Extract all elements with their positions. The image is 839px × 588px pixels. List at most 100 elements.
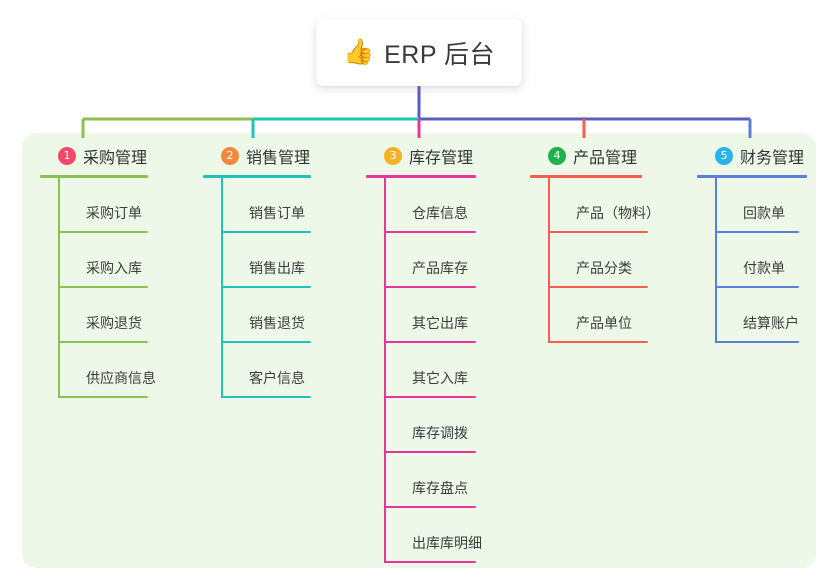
column-销售管理: 2 销售管理销售订单销售出库销售退货客户信息: [203, 143, 311, 398]
leaf-item[interactable]: 其它出库: [384, 288, 476, 343]
column-underline: [530, 175, 642, 178]
leaf-spine: [58, 178, 60, 398]
leaf-item[interactable]: 结算账户: [715, 288, 807, 343]
leaf-item-label: 采购入库: [86, 260, 142, 276]
leaf-underline: [384, 506, 476, 508]
leaf-item[interactable]: 产品分类: [548, 233, 648, 288]
leaf-item[interactable]: 销售退货: [221, 288, 311, 343]
leaf-list: 销售订单销售出库销售退货客户信息: [221, 178, 311, 398]
leaf-item-label: 产品（物料）: [576, 205, 660, 221]
leaf-underline: [221, 341, 311, 343]
leaf-item-label: 采购订单: [86, 205, 142, 221]
leaf-underline: [548, 341, 648, 343]
column-库存管理: 3 库存管理仓库信息产品库存其它出库其它入库库存调拨库存盘点出库库明细: [366, 143, 482, 563]
column-header[interactable]: 3 库存管理: [366, 143, 476, 169]
column-title: 销售管理: [246, 150, 311, 167]
column-underline: [203, 175, 311, 178]
leaf-list: 仓库信息产品库存其它出库其它入库库存调拨库存盘点出库库明细: [384, 178, 482, 563]
column-title: 财务管理: [740, 150, 805, 167]
leaf-list: 回款单付款单结算账户: [715, 178, 807, 343]
leaf-item-label: 供应商信息: [86, 370, 156, 386]
column-header[interactable]: 4 产品管理: [530, 143, 642, 169]
leaf-item-label: 销售退货: [249, 315, 305, 331]
leaf-item-label: 仓库信息: [412, 205, 468, 221]
leaf-item-label: 付款单: [743, 260, 785, 276]
leaf-item[interactable]: 付款单: [715, 233, 807, 288]
leaf-underline: [58, 341, 148, 343]
leaf-item[interactable]: 产品单位: [548, 288, 648, 343]
leaf-underline: [384, 231, 476, 233]
leaf-item-label: 出库库明细: [412, 535, 482, 551]
column-采购管理: 1 采购管理采购订单采购入库采购退货供应商信息: [40, 143, 156, 398]
leaf-underline: [221, 286, 311, 288]
leaf-item[interactable]: 采购退货: [58, 288, 148, 343]
column-header[interactable]: 5 财务管理: [697, 143, 807, 169]
column-title: 采购管理: [83, 150, 148, 167]
leaf-spine: [715, 178, 717, 343]
leaf-underline: [221, 231, 311, 233]
leaf-underline: [384, 286, 476, 288]
column-underline: [366, 175, 476, 178]
leaf-underline: [548, 286, 648, 288]
leaf-item-label: 产品单位: [576, 315, 632, 331]
leaf-item[interactable]: 客户信息: [221, 343, 311, 398]
leaf-item-label: 库存盘点: [412, 480, 468, 496]
leaf-item-label: 采购退货: [86, 315, 142, 331]
leaf-item[interactable]: 采购入库: [58, 233, 148, 288]
leaf-item-label: 其它出库: [412, 315, 468, 331]
leaf-list: 采购订单采购入库采购退货供应商信息: [58, 178, 156, 398]
leaf-spine: [221, 178, 223, 398]
leaf-underline: [384, 451, 476, 453]
root-node[interactable]: 👍 ERP 后台: [316, 19, 522, 86]
leaf-item-label: 销售订单: [249, 205, 305, 221]
category-panel: [22, 133, 816, 568]
column-财务管理: 5 财务管理回款单付款单结算账户: [697, 143, 807, 343]
leaf-item[interactable]: 产品（物料）: [548, 178, 660, 233]
column-title: 产品管理: [573, 150, 638, 167]
leaf-item-label: 其它入库: [412, 370, 468, 386]
leaf-item-label: 产品库存: [412, 260, 468, 276]
column-header[interactable]: 2 销售管理: [203, 143, 311, 169]
leaf-spine: [548, 178, 550, 343]
column-index-badge: 3: [384, 147, 402, 165]
leaf-item[interactable]: 其它入库: [384, 343, 476, 398]
leaf-item-label: 产品分类: [576, 260, 632, 276]
leaf-underline: [384, 396, 476, 398]
leaf-underline: [58, 286, 148, 288]
column-underline: [697, 175, 807, 178]
column-title: 库存管理: [409, 150, 474, 167]
leaf-underline: [548, 231, 648, 233]
root-title: ERP 后台: [384, 40, 496, 69]
leaf-item-label: 库存调拨: [412, 425, 468, 441]
column-header[interactable]: 1 采购管理: [40, 143, 148, 169]
thumbs-up-icon: 👍: [342, 38, 375, 66]
leaf-item-label: 客户信息: [249, 370, 305, 386]
leaf-underline: [221, 396, 311, 398]
leaf-underline: [384, 341, 476, 343]
leaf-item[interactable]: 回款单: [715, 178, 807, 233]
leaf-list: 产品（物料） 产品分类产品单位: [548, 178, 660, 343]
column-index-badge: 1: [58, 147, 76, 165]
leaf-item-label: 回款单: [743, 205, 785, 221]
leaf-underline: [384, 561, 476, 563]
leaf-item[interactable]: 供应商信息: [58, 343, 156, 398]
leaf-item[interactable]: 销售出库: [221, 233, 311, 288]
leaf-item[interactable]: 仓库信息: [384, 178, 476, 233]
column-underline: [40, 175, 148, 178]
leaf-item[interactable]: 产品库存: [384, 233, 476, 288]
leaf-underline: [715, 341, 799, 343]
leaf-item[interactable]: 库存盘点: [384, 453, 476, 508]
column-index-badge: 5: [715, 147, 733, 165]
leaf-underline: [715, 231, 799, 233]
leaf-underline: [58, 396, 148, 398]
leaf-item-label: 销售出库: [249, 260, 305, 276]
leaf-item[interactable]: 库存调拨: [384, 398, 476, 453]
leaf-item[interactable]: 销售订单: [221, 178, 311, 233]
leaf-item[interactable]: 采购订单: [58, 178, 148, 233]
leaf-underline: [58, 231, 148, 233]
leaf-item[interactable]: 出库库明细: [384, 508, 482, 563]
column-index-badge: 4: [548, 147, 566, 165]
column-产品管理: 4 产品管理产品（物料） 产品分类产品单位: [530, 143, 660, 343]
leaf-underline: [715, 286, 799, 288]
column-index-badge: 2: [221, 147, 239, 165]
